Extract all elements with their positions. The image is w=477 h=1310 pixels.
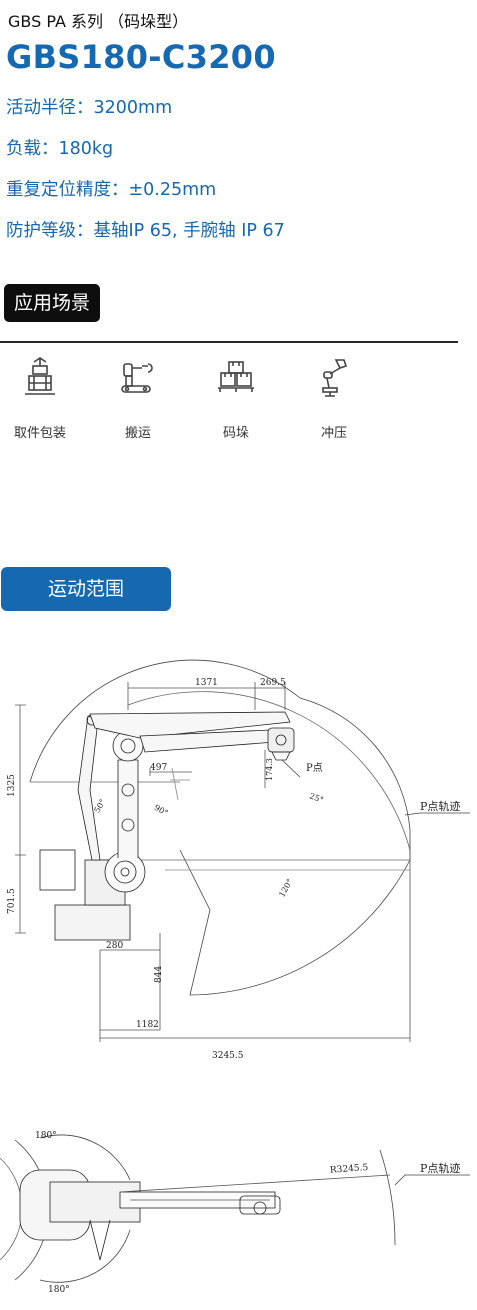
app-label: 搬运 bbox=[124, 426, 151, 441]
model-title: GBS180-C3200 bbox=[6, 38, 276, 76]
app-item-pick-pack[interactable]: 取件包装 bbox=[0, 356, 80, 441]
app-label: 码垛 bbox=[222, 426, 249, 441]
work-envelope bbox=[29, 659, 411, 996]
upper-arm bbox=[89, 711, 291, 739]
lower-arm bbox=[117, 759, 139, 858]
dim-269: 269.5 bbox=[260, 678, 286, 688]
palletizing-icon bbox=[218, 361, 254, 392]
trajectory-label: P点轨迹 bbox=[420, 799, 460, 813]
angle-120: 120° bbox=[277, 877, 294, 898]
dim-497: 497 bbox=[150, 763, 167, 773]
angle-25: 25° bbox=[308, 791, 324, 804]
wrist bbox=[267, 727, 295, 753]
dim-1371: 1371 bbox=[195, 678, 218, 688]
dim-280: 280 bbox=[106, 941, 123, 951]
applications-heading: 应用场景 bbox=[4, 284, 101, 322]
dim-1182: 1182 bbox=[136, 1020, 159, 1030]
radius-label: R3245.5 bbox=[330, 1163, 369, 1176]
p-point-label: P点 bbox=[306, 762, 323, 774]
angle-50: 50° bbox=[93, 798, 108, 815]
spec-repeatability: 重复定位精度：±0.25mm bbox=[6, 180, 217, 200]
angle-180-bottom: 180° bbox=[48, 1285, 70, 1295]
dim-844: 844 bbox=[154, 966, 164, 983]
angle-90: 90° bbox=[153, 803, 170, 818]
app-item-handling[interactable]: 搬运 bbox=[98, 356, 178, 441]
outer-radius-arc bbox=[379, 1149, 396, 1246]
side-view-drawing: 1371 269.5 497 174.3 1325 701.5 280 844 … bbox=[7, 659, 470, 1061]
dim-701: 701.5 bbox=[7, 888, 17, 914]
dim-1325: 1325 bbox=[7, 774, 17, 797]
top-trajectory-label: P点轨迹 bbox=[420, 1161, 460, 1175]
robot-base bbox=[54, 904, 131, 941]
spec-list: 活动半径：3200mm 负载：180kg 重复定位精度：±0.25mm 防护等级… bbox=[6, 94, 285, 258]
app-item-palletizing[interactable]: 码垛 bbox=[196, 356, 276, 441]
spec-protection: 防护等级：基轴IP 65, 手腕轴 IP 67 bbox=[6, 221, 285, 241]
top-view-drawing: 180° 180° R3245.5 P点轨迹 bbox=[0, 1131, 470, 1295]
dim-3245: 3245.5 bbox=[212, 1051, 244, 1061]
stamping-icon bbox=[322, 359, 348, 397]
app-label: 冲压 bbox=[320, 426, 347, 441]
series-title: GBS PA 系列 （码垛型） bbox=[8, 12, 189, 31]
pick-pack-icon bbox=[25, 357, 55, 395]
app-label: 取件包装 bbox=[13, 426, 66, 441]
app-item-stamping[interactable]: 冲压 bbox=[294, 356, 374, 441]
motion-range-heading[interactable]: 运动范围 bbox=[1, 567, 171, 611]
dim-174: 174.3 bbox=[265, 758, 274, 781]
handling-icon bbox=[121, 363, 153, 393]
rear-link bbox=[77, 715, 101, 861]
section-divider bbox=[0, 341, 458, 343]
angle-180-top: 180° bbox=[35, 1131, 57, 1141]
spec-payload: 负载：180kg bbox=[6, 139, 114, 159]
spec-radius: 活动半径：3200mm bbox=[6, 98, 173, 118]
